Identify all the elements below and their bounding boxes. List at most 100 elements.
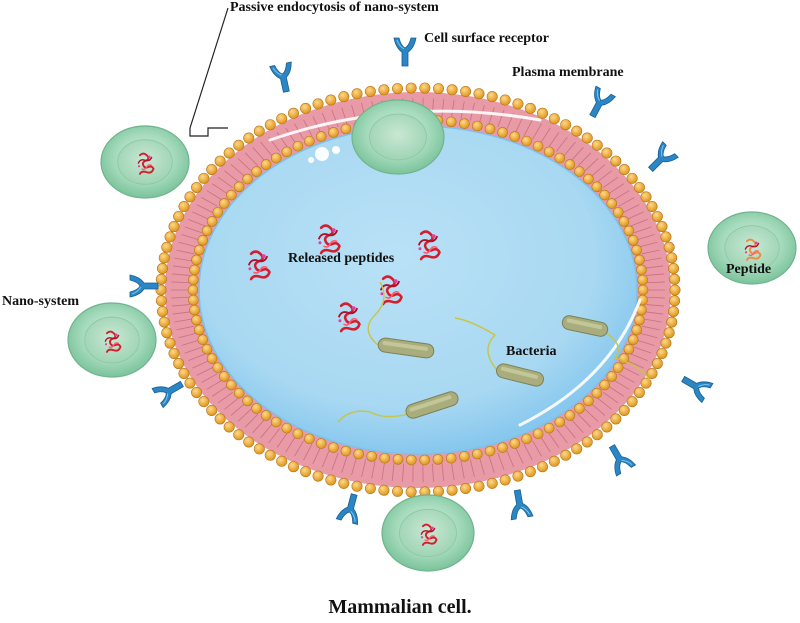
lipid-tail [361, 459, 367, 478]
lipid-head [627, 334, 639, 345]
bubble [308, 157, 314, 163]
lipid-head [459, 118, 470, 129]
lipid-tail [591, 403, 606, 416]
lipid-tail [184, 346, 202, 354]
lipid-head [351, 88, 363, 100]
released-peptides-label: Released peptides [288, 251, 395, 266]
lipid-tail [174, 318, 193, 323]
lipid-tail [584, 158, 599, 172]
lipid-head [251, 166, 262, 177]
lipid-tail [244, 152, 259, 166]
nano-system-icon [381, 494, 475, 572]
lipid-head [626, 396, 638, 408]
lipid-tail [618, 197, 635, 207]
lipid-head [315, 131, 327, 142]
lipid-tail [331, 109, 339, 128]
lipid-head [193, 324, 205, 336]
lipid-tail [608, 183, 624, 195]
cell-surface-receptors [129, 37, 714, 525]
receptor-icon [151, 380, 184, 409]
lipid-head [155, 284, 167, 296]
lipid-tail [451, 100, 455, 118]
lipid-head [623, 225, 635, 237]
lipid-tail [646, 281, 665, 284]
lipid-tail [181, 234, 199, 241]
receptor-shape [510, 489, 534, 521]
lipid-head [560, 449, 572, 461]
flagellum [367, 281, 385, 346]
receptor-shape [335, 493, 358, 525]
lipid-head [270, 416, 282, 428]
lipid-head [276, 113, 288, 125]
lipid-head [292, 140, 304, 152]
lipid-head [433, 83, 445, 95]
lipid-head [583, 173, 594, 185]
lipid-head [612, 362, 624, 373]
lipid-tail [441, 99, 445, 117]
lipid-head [606, 371, 618, 382]
lipid-head [554, 152, 566, 164]
lipid-head [668, 263, 680, 275]
lipid-head [656, 221, 668, 233]
lipid-head [212, 207, 224, 218]
lipid-head [325, 474, 337, 486]
lipid-tail [188, 218, 206, 227]
bubble [315, 147, 329, 161]
lipid-tail [321, 112, 330, 130]
lipid-head [627, 235, 639, 246]
lipid-head [633, 387, 645, 399]
lipid-tail [630, 353, 648, 362]
lipid-tail [212, 183, 228, 195]
peptide-icon [317, 224, 341, 255]
peptide-icon [247, 250, 271, 281]
lipid-head [521, 135, 532, 147]
lipid-tail [497, 452, 505, 471]
lipid-head [378, 84, 390, 96]
lipid-head [364, 85, 376, 97]
lipid-head [178, 201, 190, 213]
lipid-head [591, 387, 603, 399]
lipid-head [191, 387, 203, 399]
cell-surface-receptor-label: Cell surface receptor [424, 31, 549, 46]
receptor-shape [269, 61, 292, 93]
lipid-head [669, 295, 681, 307]
lipid-head [618, 216, 630, 227]
receptor-icon [608, 444, 637, 477]
lipid-tail [172, 311, 191, 315]
lipid-head [325, 94, 337, 106]
lipid-head [646, 367, 658, 379]
peptide-icon [137, 152, 155, 175]
lipid-head [379, 452, 391, 464]
lipid-head [656, 347, 668, 359]
lipid-head [554, 416, 566, 428]
lipid-head [601, 147, 613, 159]
lipid-tail [641, 325, 660, 331]
peptide-label: Peptide [726, 262, 772, 277]
lipid-head [264, 119, 276, 131]
lipid-head [212, 362, 224, 373]
lipid-head [591, 429, 603, 441]
bacteria-label: Bacteria [506, 344, 557, 359]
lipid-head [486, 477, 498, 489]
lipid-head [300, 466, 312, 478]
lipid-head [161, 327, 173, 339]
lipid-head [636, 264, 647, 276]
lipid-head [218, 371, 230, 382]
nano-system-label: Nano-system [2, 294, 79, 309]
lipid-head [173, 358, 185, 370]
flagellum [337, 410, 409, 423]
lipid-head [610, 155, 622, 167]
lipid-head [637, 284, 649, 296]
lipid-tail [506, 450, 515, 468]
lipid-head [164, 231, 176, 243]
lipid-tail [312, 447, 321, 464]
receptor-icon [647, 141, 679, 173]
lipid-head [184, 377, 196, 389]
lipid-head [571, 125, 583, 137]
lipid-tail [603, 391, 619, 404]
lipid-tail [201, 373, 218, 383]
lipid-tail [230, 403, 245, 416]
lipid-head [509, 438, 521, 449]
lipid-tail [260, 141, 273, 157]
lipid-tail [371, 460, 376, 479]
